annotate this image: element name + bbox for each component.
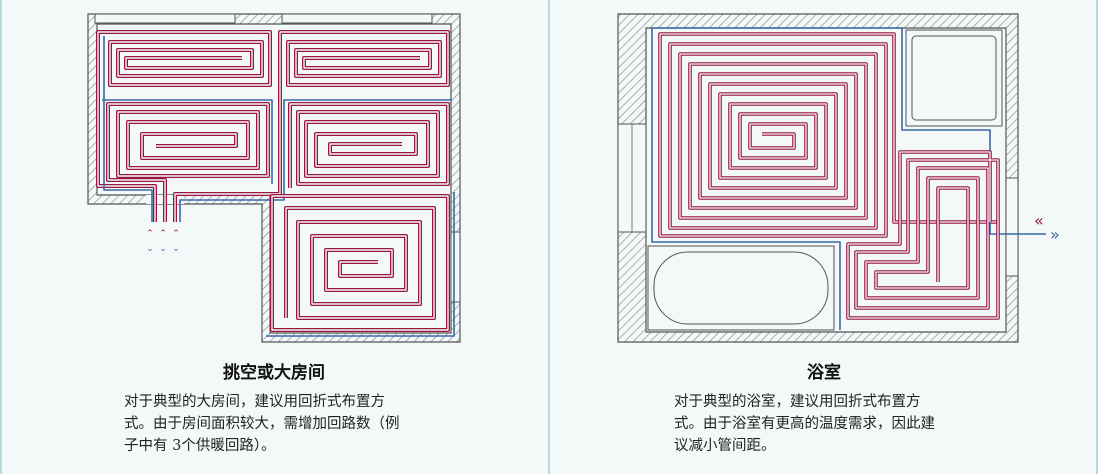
panel-bathroom: « » 浴室 对于典型的浴室，建议用回折式布置方 式。由于浴室有更高的温度需求，… xyxy=(550,0,1098,474)
bathroom-description: 对于典型的浴室，建议用回折式布置方 式。由于浴室有更高的温度需求，因此建 议减小… xyxy=(550,391,1098,457)
large-room-title: 挑空或大房间 xyxy=(223,363,325,383)
bathroom-title: 浴室 xyxy=(807,363,841,383)
svg-text:⌄: ⌄ xyxy=(146,244,154,254)
desc-line: 式。由于房间面积较大，需增加回路数（例 xyxy=(124,416,400,432)
svg-text:⌃: ⌃ xyxy=(159,229,167,239)
loop-1b-pipes xyxy=(102,99,273,222)
svg-text:⌃: ⌃ xyxy=(146,229,154,239)
panel-large-room: ⌃ ⌃ ⌃ ⌄ ⌄ ⌄ 挑空或大房间 对于典型的大房间，建议用回折式布置方 式。由于房间… xyxy=(0,0,548,474)
left-room-walls xyxy=(87,13,461,343)
loop-3-pipes xyxy=(266,192,455,337)
desc-line: 对于典型的浴室，建议用回折式布置方 xyxy=(674,394,921,410)
loop-1-pipes xyxy=(96,30,272,222)
large-room-description: 对于典型的大房间，建议用回折式布置方 式。由于房间面积较大，需增加回路数（例 子… xyxy=(0,391,548,457)
manifold-arrows: ⌃ ⌃ ⌃ ⌄ ⌄ ⌄ xyxy=(146,229,180,254)
panel-divider xyxy=(548,0,550,474)
svg-text:⌃: ⌃ xyxy=(172,229,180,239)
svg-text:⌄: ⌄ xyxy=(172,244,180,254)
loop-2-pipes xyxy=(173,30,452,222)
right-border xyxy=(1096,0,1098,474)
desc-line: 式。由于浴室有更高的温度需求，因此建 xyxy=(674,416,935,432)
desc-line: 子中有 3个供暖回路）。 xyxy=(124,438,276,454)
bathroom-floorplan: « » xyxy=(617,13,1060,343)
large-room-floorplan: ⌃ ⌃ ⌃ ⌄ ⌄ ⌄ xyxy=(87,13,461,343)
svg-text:⌄: ⌄ xyxy=(159,244,167,254)
desc-line: 议减小管间距。 xyxy=(674,438,776,454)
flow-out-mark: » xyxy=(1050,225,1060,244)
bathroom-l-loop xyxy=(846,150,1000,320)
flow-in-mark: « xyxy=(1034,211,1044,230)
desc-line: 对于典型的大房间，建议用回折式布置方 xyxy=(124,394,385,410)
left-border xyxy=(0,0,2,474)
